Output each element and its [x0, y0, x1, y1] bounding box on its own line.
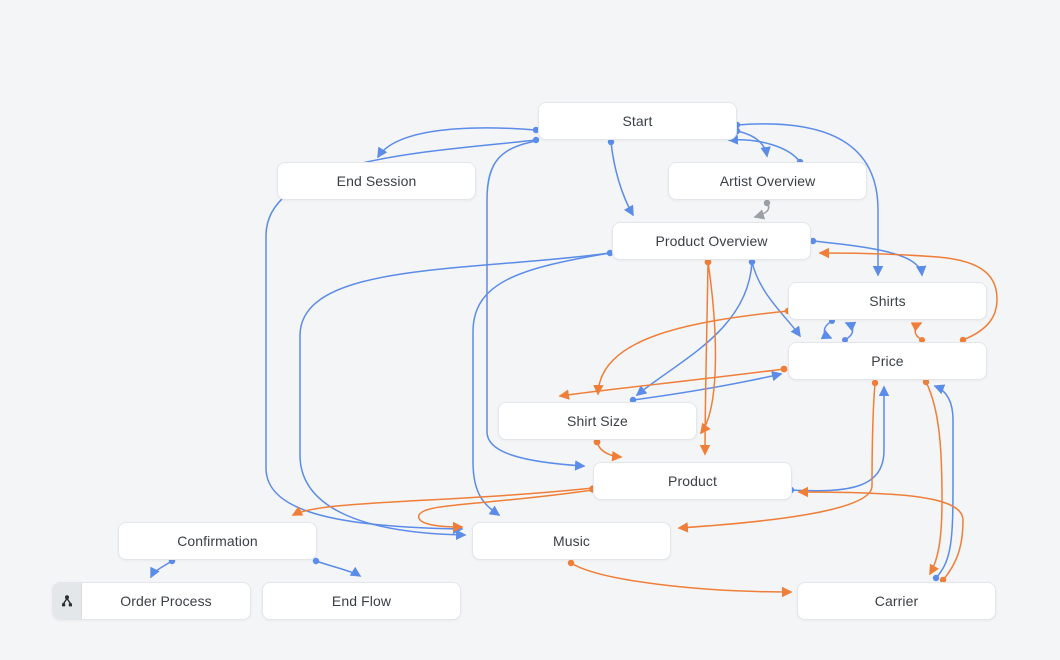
node-confirmation[interactable]: Confirmation — [118, 522, 317, 560]
node-music-label: Music — [552, 533, 591, 549]
edge-price-to-shirts-link[interactable] — [844, 321, 857, 341]
edge-shirt-size-to-price[interactable] — [632, 370, 783, 401]
edge-start-to-product[interactable] — [486, 140, 586, 471]
node-shirts[interactable]: Shirts — [788, 282, 987, 320]
edge-price-to-carrier[interactable] — [925, 381, 943, 576]
node-carrier-label: Carrier — [874, 593, 919, 609]
node-confirmation-label: Confirmation — [177, 533, 258, 549]
edge-product-overview-to-shirts[interactable] — [812, 240, 927, 277]
edge-product-overview-to-shirt-size[interactable] — [635, 261, 753, 396]
node-shirt-size-label: Shirt Size — [567, 413, 628, 429]
edge-confirmation-to-end-flow[interactable] — [315, 560, 362, 577]
node-end-session[interactable]: End Session — [277, 162, 476, 200]
edge-start-to-product-overview[interactable] — [610, 141, 634, 217]
edge-product-to-music[interactable] — [418, 489, 594, 533]
edge-start-to-end-session[interactable] — [377, 127, 537, 159]
node-shirt-size[interactable]: Shirt Size — [498, 402, 697, 440]
node-music[interactable]: Music — [472, 522, 671, 560]
node-order-process-label: Order Process — [120, 593, 212, 609]
edge-price-to-music[interactable] — [677, 382, 876, 533]
edge-shirt-size-to-product[interactable] — [596, 441, 623, 462]
node-artist-overview-label: Artist Overview — [719, 173, 816, 189]
node-end-session-label: End Session — [336, 173, 417, 189]
edge-product-overview-to-price[interactable] — [751, 261, 801, 338]
edge-music-to-carrier[interactable] — [570, 562, 793, 598]
edge-product-overview-to-music-top[interactable] — [472, 252, 611, 516]
node-product[interactable]: Product — [593, 462, 792, 500]
node-price-label: Price — [871, 353, 904, 369]
edge-price-to-product-overview[interactable] — [818, 247, 998, 341]
node-start-label: Start — [622, 113, 653, 129]
node-artist-overview[interactable]: Artist Overview — [668, 162, 867, 200]
node-product-overview[interactable]: Product Overview — [612, 222, 811, 260]
edge-start-to-shirts[interactable] — [736, 123, 884, 277]
node-carrier[interactable]: Carrier — [797, 582, 996, 620]
node-end-flow-label: End Flow — [331, 593, 392, 609]
flow-icon — [53, 583, 82, 619]
node-start[interactable]: Start — [538, 102, 737, 140]
node-product-overview-label: Product Overview — [655, 233, 768, 249]
node-order-process[interactable]: Order Process — [52, 582, 251, 620]
edge-start-to-artist-overview[interactable] — [736, 130, 771, 158]
edge-product-overview-to-music-left[interactable] — [299, 252, 611, 541]
edge-product-to-price[interactable] — [790, 385, 890, 492]
edge-price-to-shirt-size[interactable] — [558, 368, 785, 400]
edge-price-to-shirts[interactable] — [910, 322, 923, 341]
edge-carrier-to-product[interactable] — [797, 486, 964, 581]
edge-shirts-to-price-link[interactable] — [820, 320, 833, 340]
node-shirts-label: Shirts — [869, 293, 906, 309]
edge-artist-overview-to-product-overview[interactable] — [753, 202, 770, 220]
edge-artist-overview-to-start[interactable] — [727, 134, 801, 163]
edge-shirts-to-shirt-size[interactable] — [593, 310, 789, 396]
edge-start-to-music-left[interactable] — [265, 139, 537, 535]
edge-confirmation-to-order-process[interactable] — [150, 560, 173, 579]
edge-product-to-confirmation[interactable] — [291, 487, 594, 516]
node-price[interactable]: Price — [788, 342, 987, 380]
node-end-flow[interactable]: End Flow — [262, 582, 461, 620]
edge-carrier-to-price[interactable] — [933, 384, 954, 579]
node-product-label: Product — [668, 473, 717, 489]
edge-product-overview-to-shirt-size-right[interactable] — [700, 261, 717, 435]
